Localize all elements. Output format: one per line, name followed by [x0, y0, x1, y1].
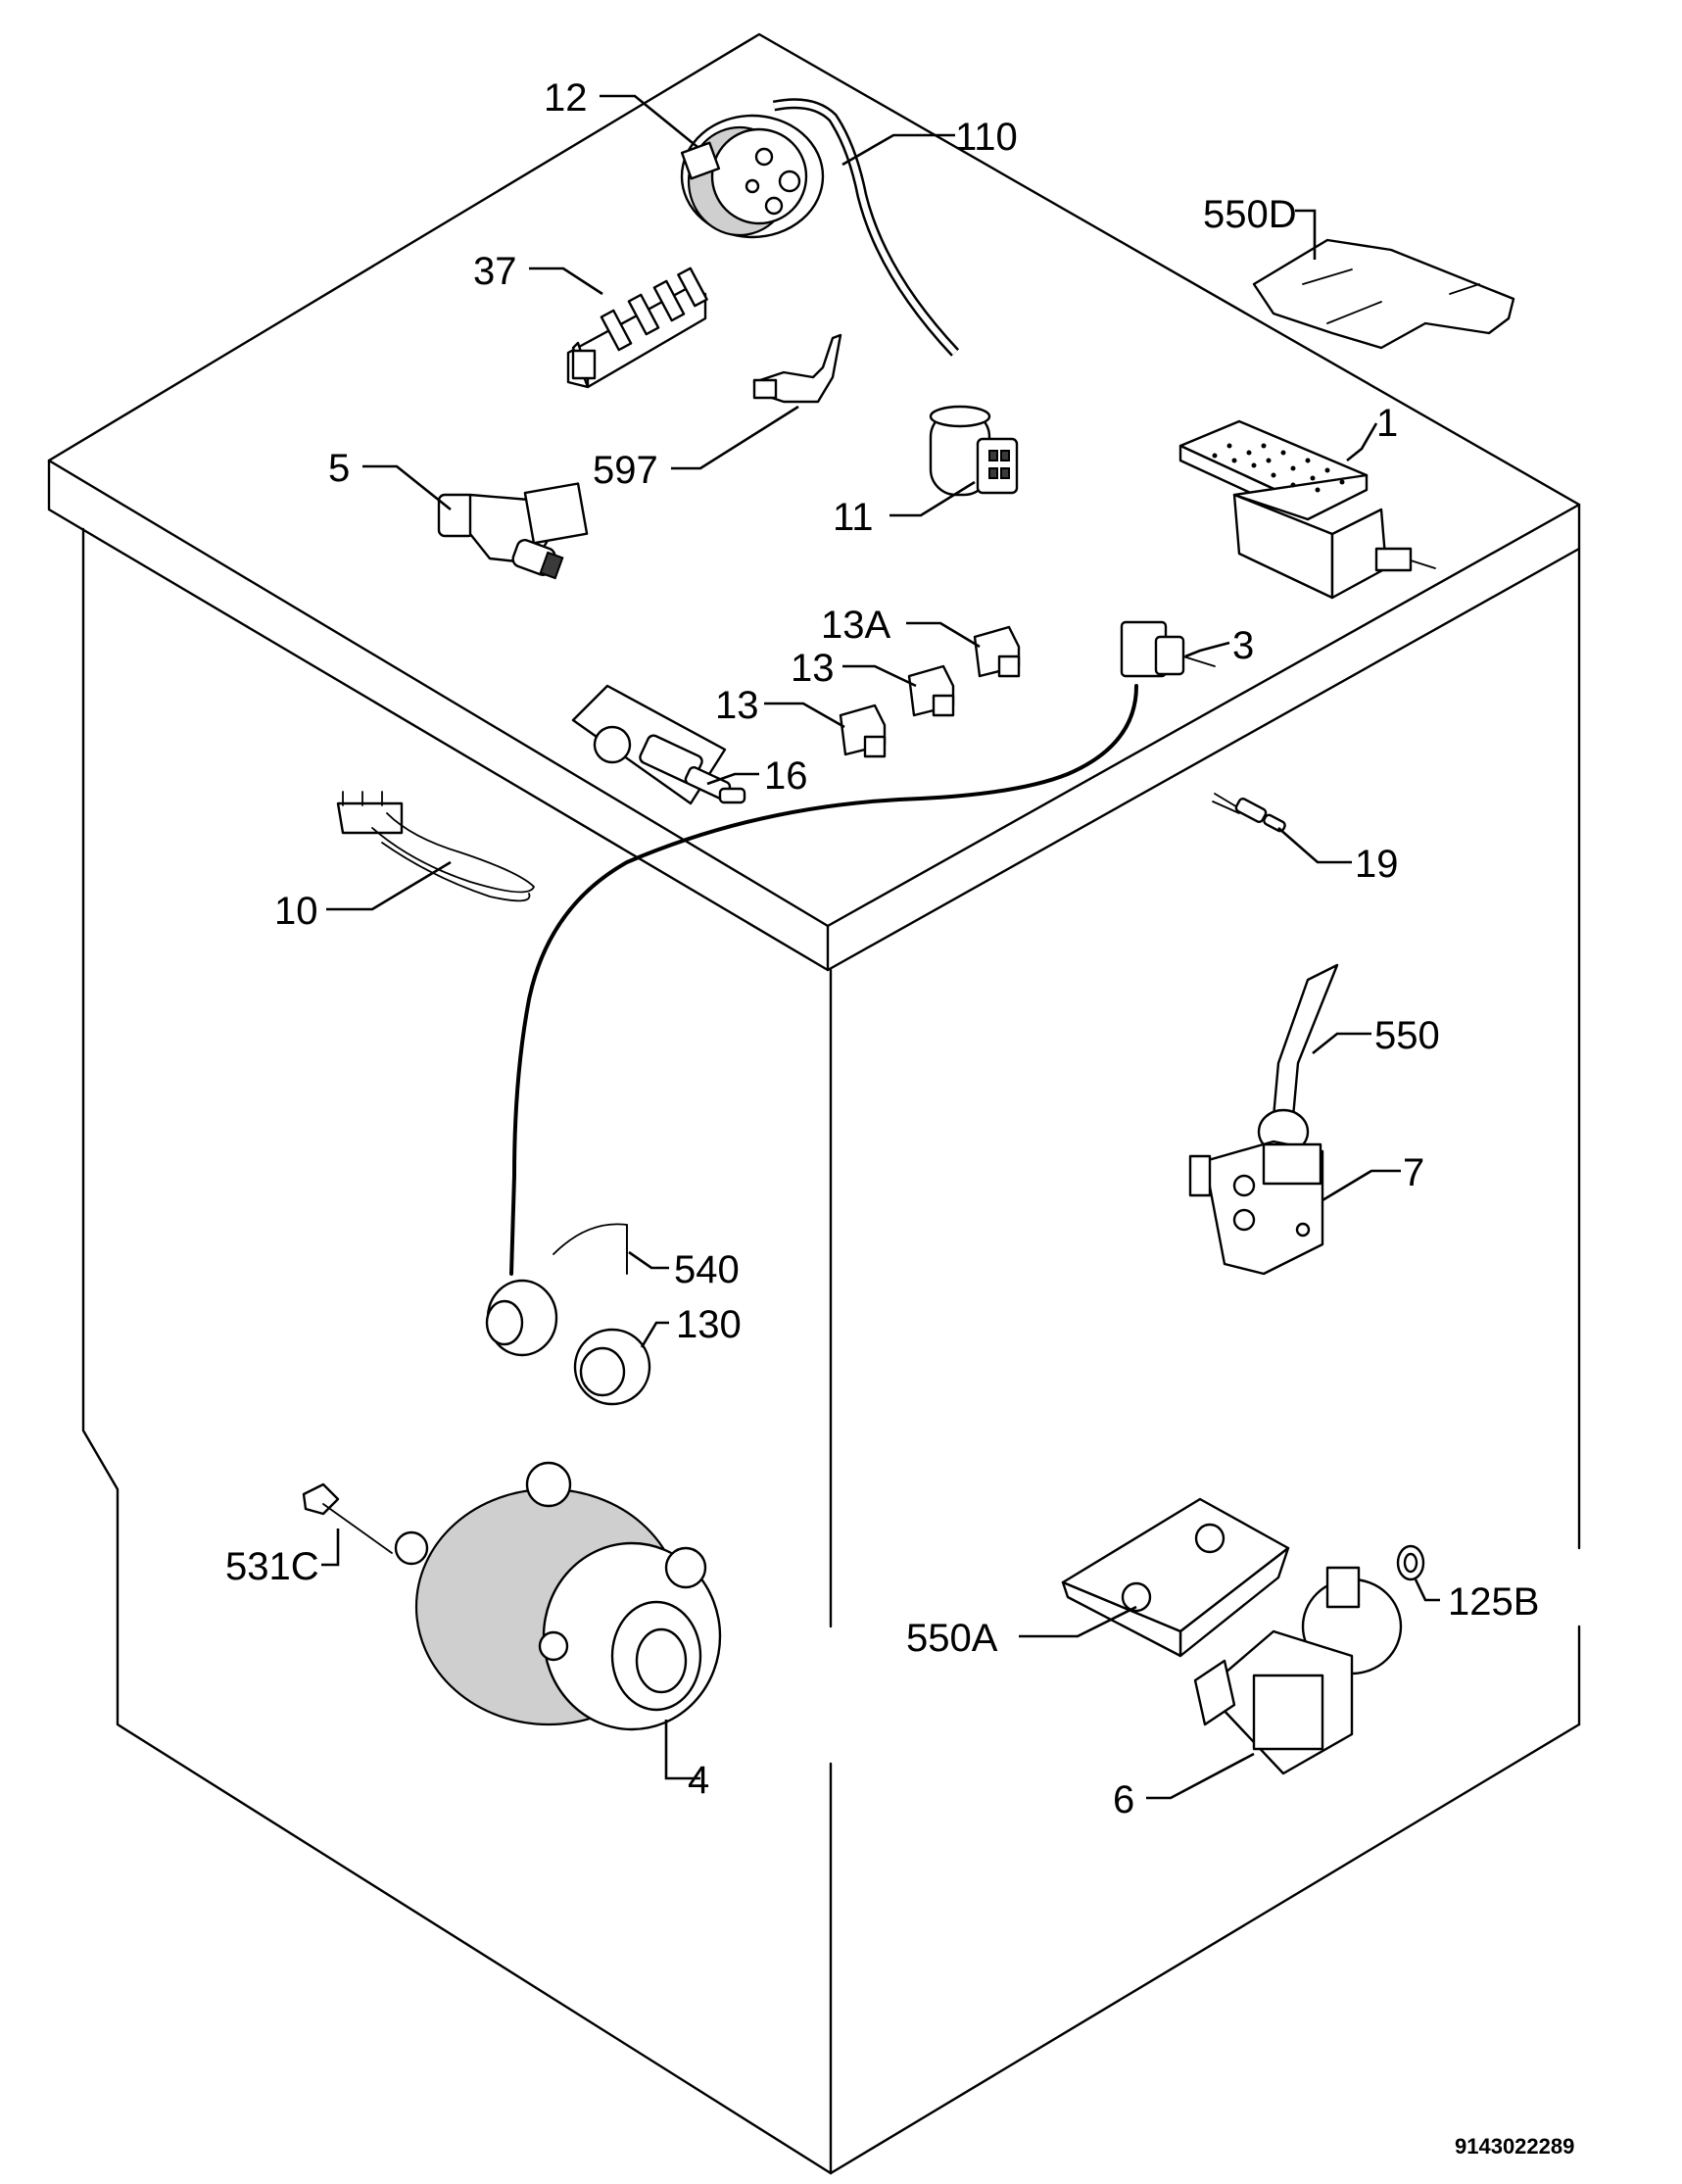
part-labels: 12 110 550D 37 597 5 11 1 3 13A 13 13 16…	[225, 76, 1539, 1821]
label-531c: 531C	[225, 1545, 319, 1588]
programmer-module-part-1	[1178, 419, 1436, 600]
drawing-number: 9143022289	[1455, 2134, 1574, 2159]
cabinet-outline	[47, 32, 1581, 2175]
inlet-valve-part-5	[437, 482, 589, 580]
label-16: 16	[764, 754, 808, 798]
label-3: 3	[1232, 624, 1254, 667]
label-1: 1	[1376, 402, 1398, 445]
label-110: 110	[955, 116, 1018, 159]
label-13-lower: 13	[715, 684, 759, 727]
switch-part-3	[1120, 620, 1216, 678]
label-12: 12	[544, 76, 588, 120]
sensor-part-19	[1212, 793, 1286, 833]
drain-pump-part-6	[1193, 1566, 1403, 1775]
label-5: 5	[328, 447, 350, 490]
leader-lines	[321, 94, 1440, 1800]
terminal-block-part-37	[566, 267, 708, 389]
wiring-cable	[509, 684, 1138, 1276]
boot-part-550a	[1061, 1497, 1290, 1658]
label-597: 597	[593, 449, 658, 492]
heating-element-part-10	[336, 791, 535, 902]
label-550a: 550A	[906, 1617, 998, 1660]
label-37: 37	[473, 250, 517, 293]
suppressor-part-11	[929, 405, 1019, 497]
grommet-part-130	[485, 1279, 651, 1406]
actuator-part-7	[1188, 1140, 1324, 1276]
label-10: 10	[274, 890, 318, 933]
connector-part-13-lower	[839, 704, 887, 758]
cover-plate-part-550d	[1252, 238, 1515, 350]
connector-part-13a	[973, 625, 1021, 678]
clip-part-597	[752, 333, 842, 404]
clamp-part-540	[553, 1223, 628, 1275]
label-11: 11	[833, 496, 874, 539]
connector-part-13-upper	[907, 664, 955, 717]
label-13a: 13A	[821, 604, 890, 647]
screw-part-531c	[302, 1482, 393, 1554]
lever-part-550	[1257, 963, 1339, 1155]
label-6: 6	[1113, 1778, 1134, 1821]
label-550d: 550D	[1203, 193, 1297, 236]
label-19: 19	[1355, 843, 1399, 886]
motor-part-4	[394, 1461, 722, 1731]
label-4: 4	[688, 1759, 709, 1802]
label-125b: 125B	[1448, 1580, 1539, 1624]
label-550: 550	[1374, 1014, 1440, 1057]
seal-part-125b	[1396, 1544, 1425, 1581]
label-13-upper: 13	[791, 647, 835, 690]
label-130: 130	[676, 1303, 742, 1346]
label-540: 540	[674, 1248, 740, 1291]
pressure-switch-part-12	[680, 114, 825, 239]
label-7: 7	[1403, 1151, 1424, 1194]
